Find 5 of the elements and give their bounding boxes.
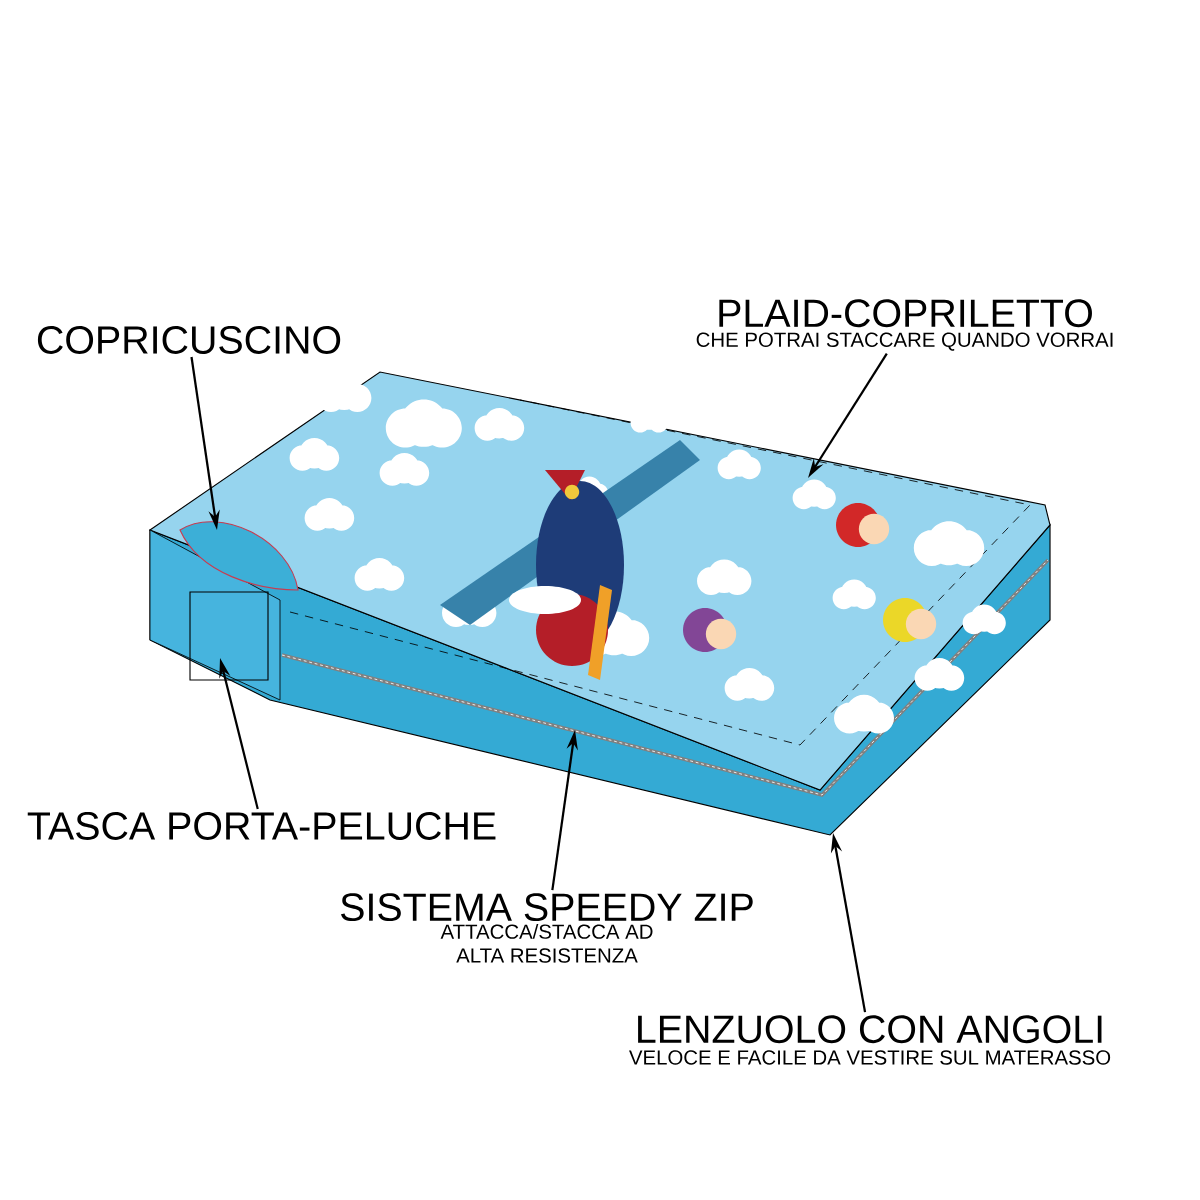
callout-label: TASCA PORTA-PELUCHE — [27, 812, 496, 840]
callout-label: LENZUOLO CON ANGOLI VELOCE E FACILE DA VESTIRE SUL MATERASSO — [629, 1015, 1111, 1065]
callout-label: SISTEMA SPEEDY ZIP ATTACCA/STACCA AD ALTA RESISTENZA — [341, 893, 753, 963]
callout-label: PLAID-COPRILETTO CHE POTRAI STACCARE QUANDO VORRAI — [696, 299, 1113, 351]
callout-label: COPRICUSCINO — [37, 326, 341, 354]
